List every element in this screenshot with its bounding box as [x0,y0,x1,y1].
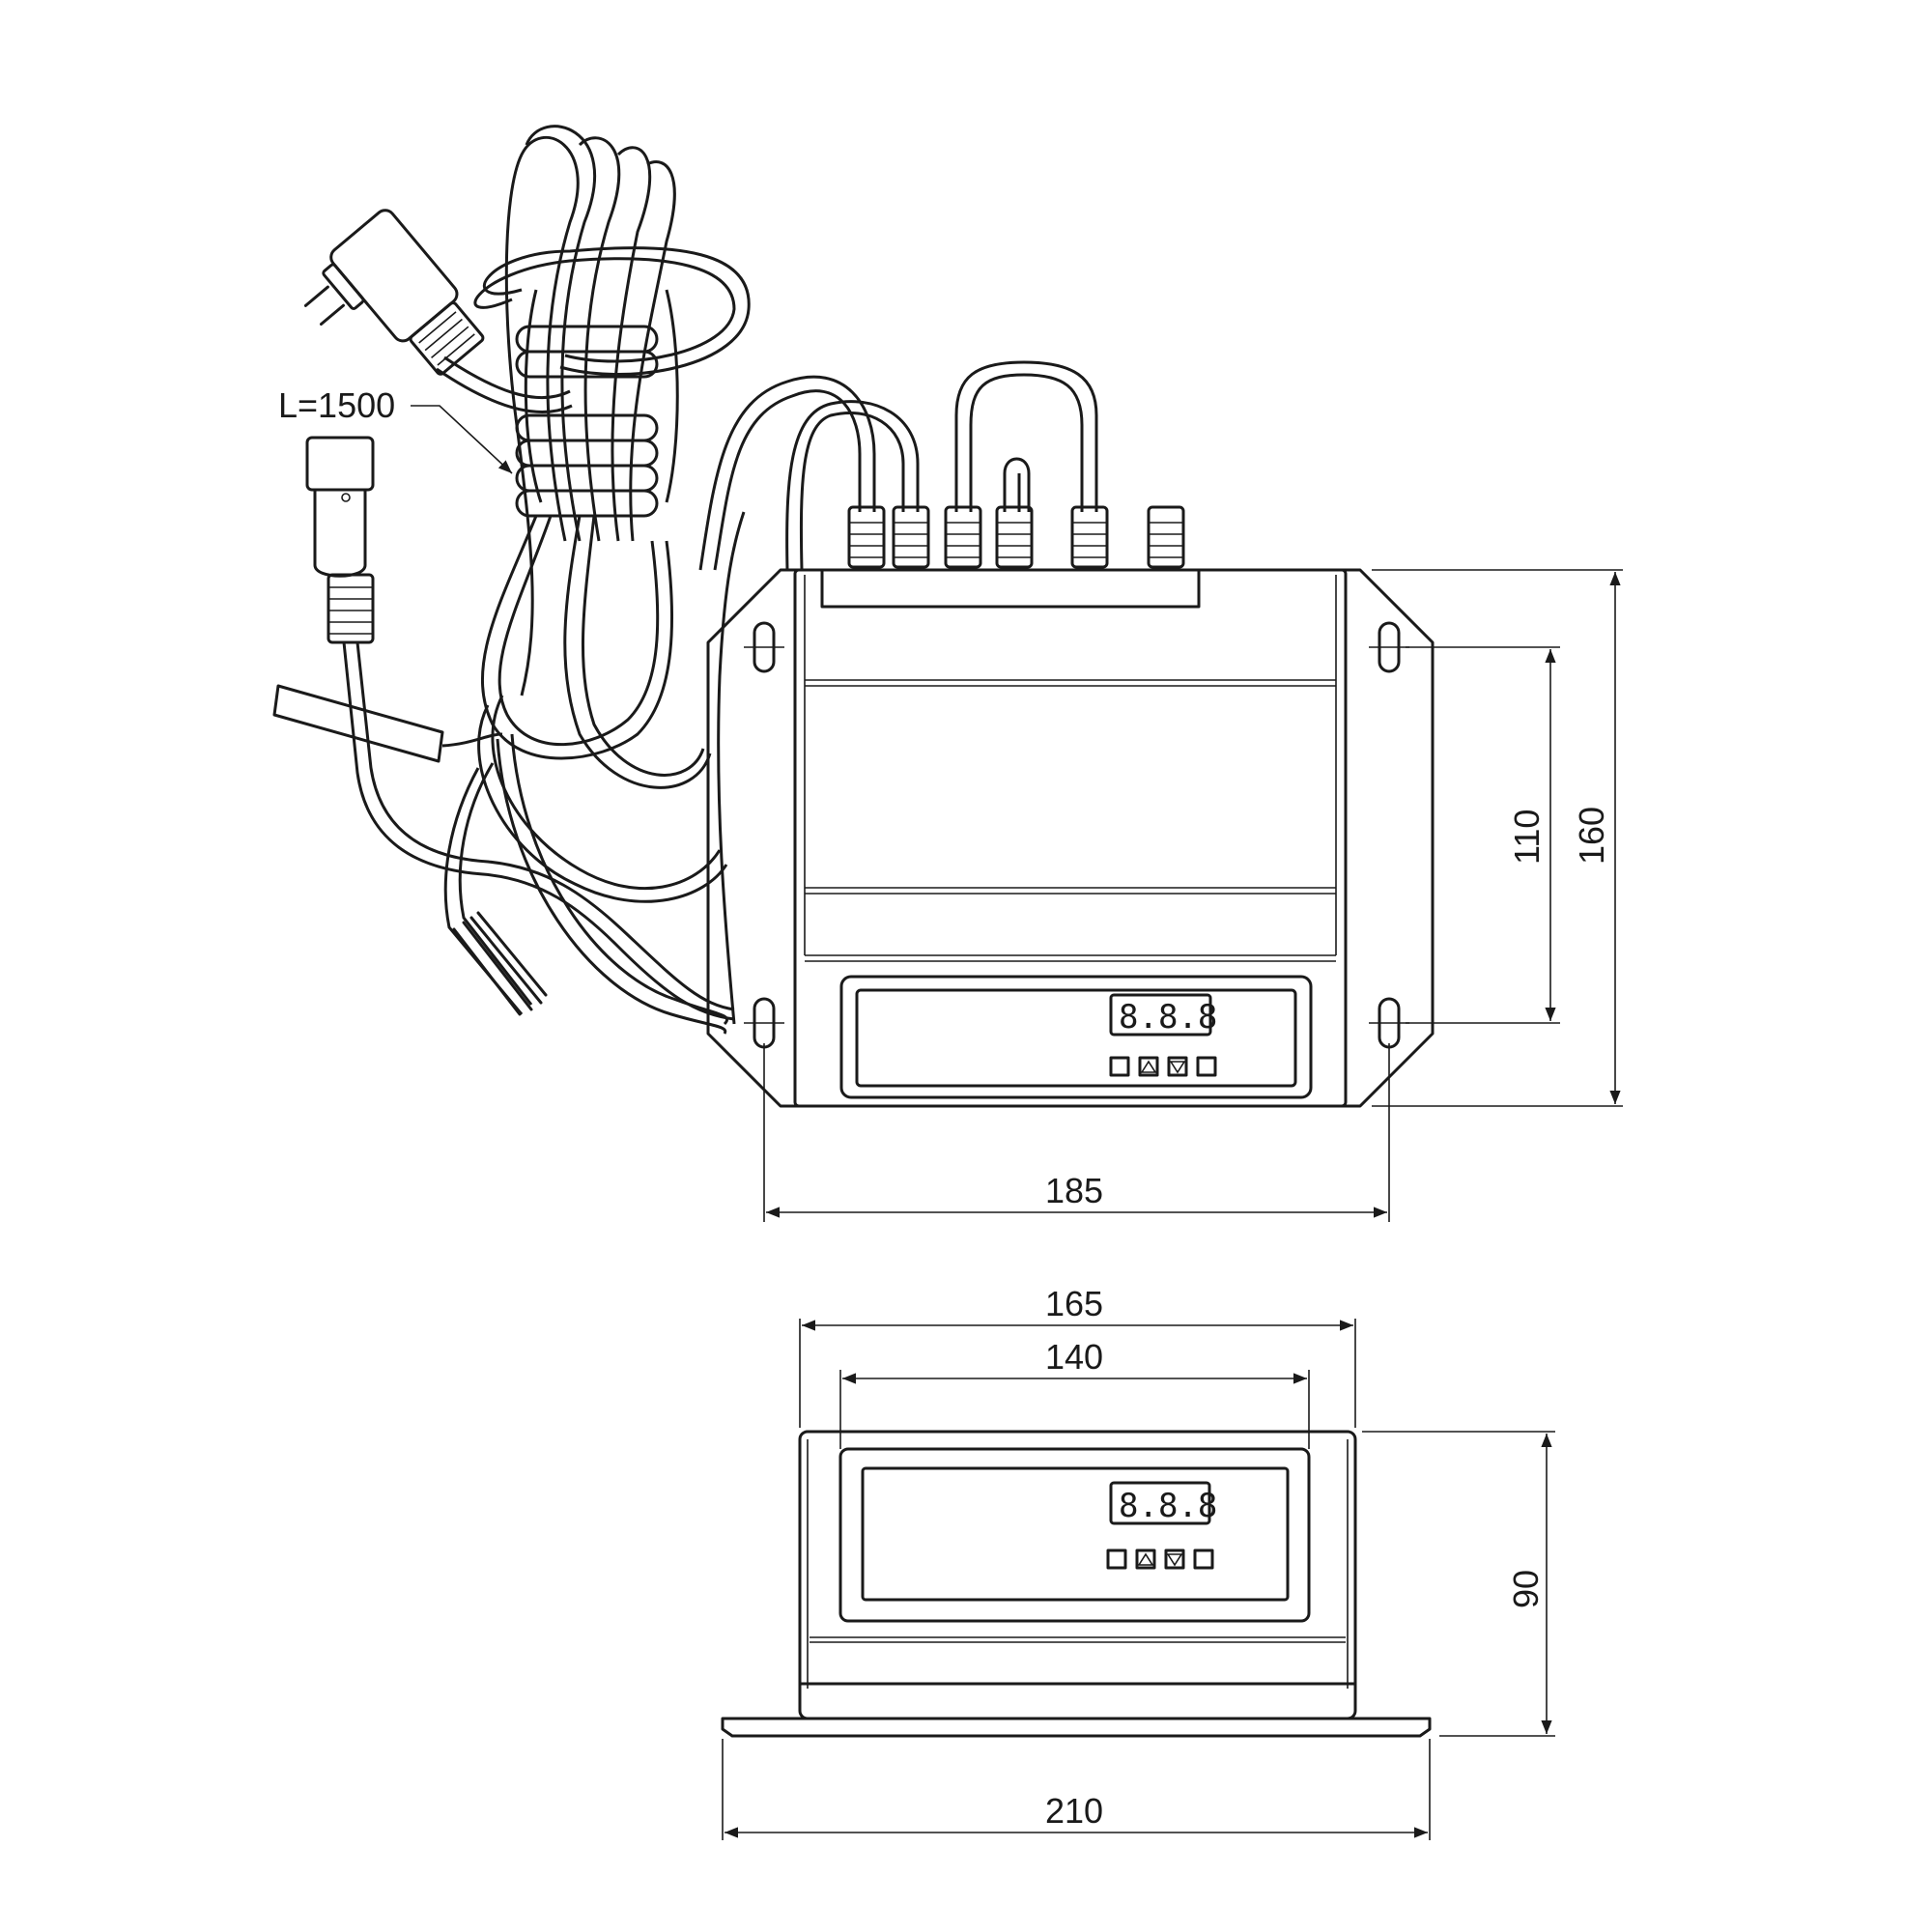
down-arrow-icon [1166,1553,1183,1567]
front-panel-bezel [838,1447,1311,1623]
dim-165: 165 [1045,1284,1103,1323]
down-arrow-icon [1169,1061,1186,1074]
button-left [1109,1056,1130,1077]
top-view-unit: 8.8.8 [706,568,1435,1108]
up-arrow-icon [1137,1552,1154,1566]
unit-housing [793,568,1348,1108]
cable-glands [847,505,1185,569]
dim-160: 160 [1572,807,1611,865]
control-panel-face [855,988,1297,1088]
base-plate [721,1717,1432,1738]
top-view-dimensions: 160 110 185 [763,569,1623,1222]
dim-110: 110 [1507,810,1547,865]
front-housing [798,1430,1357,1720]
sensor-cable [342,641,735,1021]
up-arrow-icon [1140,1060,1157,1073]
button-up [1135,1548,1156,1570]
button-right [1196,1056,1217,1077]
dim-185: 185 [1045,1171,1103,1210]
coil-wraps [515,325,659,518]
button-left [1106,1548,1127,1570]
dim-210: 210 [1045,1791,1103,1831]
dim-140: 140 [1045,1337,1103,1377]
sensor-connector [305,436,375,644]
stripped-wire-ends [452,911,548,1016]
panel-buttons-top [1109,1056,1217,1077]
plug-cable [443,355,571,400]
mains-plug [303,209,485,376]
button-up [1138,1056,1159,1077]
top-terminal-cover [820,568,1201,609]
button-right [1193,1548,1214,1570]
dim-90: 90 [1506,1570,1546,1608]
button-down [1164,1548,1185,1570]
mounting-slot-top-right [1369,621,1409,673]
mounting-slot-bottom-right [1369,997,1409,1049]
front-panel-face [861,1466,1290,1602]
front-view-dimensions: 165 140 90 210 [722,1284,1555,1840]
display-digits-top: 8.8.8 [1119,998,1217,1037]
control-panel-bezel [839,975,1313,1099]
front-view-unit: 8.8.8 [721,1430,1432,1738]
led-display-front [1109,1481,1211,1525]
mounting-flange [706,568,1435,1108]
cable-length-label: L=1500 [278,385,395,425]
unit-cables [698,360,1098,1025]
cable-length-callout: L=1500 [278,385,513,474]
temperature-probe [272,684,503,763]
button-down [1167,1056,1188,1077]
mounting-slot-bottom-left [744,997,784,1049]
led-display-top [1109,993,1212,1037]
mounting-slot-top-left [744,621,784,673]
coiled-cable-bundle [443,125,751,1035]
panel-buttons-front [1106,1548,1214,1570]
display-digits-front: 8.8.8 [1119,1487,1217,1525]
